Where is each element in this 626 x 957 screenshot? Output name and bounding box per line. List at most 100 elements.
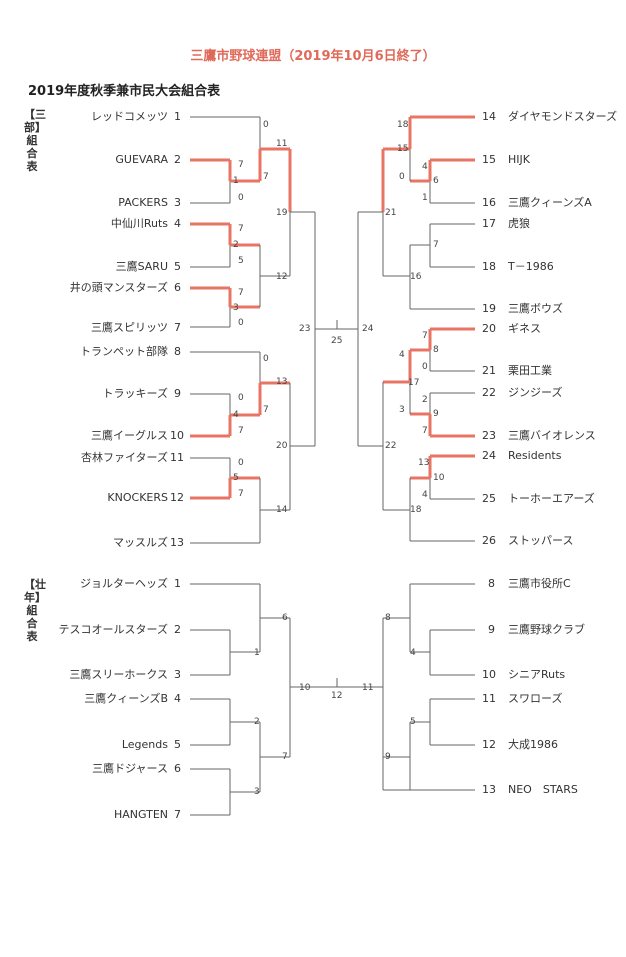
team-seed: 22 [482,386,496,399]
match-score: 6 [433,176,439,186]
match-score: 1 [233,176,239,186]
team-name: スワローズ [508,692,563,705]
team-name: ジンジーズ [508,386,563,399]
team-seed: 9 [488,623,495,636]
team-name: HIJK [508,153,530,166]
team-name: 三鷹スリーホークス [69,668,168,681]
team-seed: 1 [174,110,181,123]
team-name: 三鷹クィーンズA [508,196,592,209]
match-score: 23 [299,324,311,334]
tournament-title: 2019年度秋季兼市民大会組合表 [28,84,221,99]
team-name: トランペット部隊 [80,345,168,358]
match-score: 2 [422,395,428,405]
team-seed: 3 [174,668,181,681]
match-score: 0 [263,120,269,130]
match-score: 7 [238,489,244,499]
team-seed: 19 [482,302,496,315]
team-name: 三鷹野球クラブ [508,623,585,636]
match-score: 14 [276,505,288,515]
match-score: 13 [418,458,430,468]
team-name: GUEVARA [115,153,168,166]
team-seed: 4 [174,217,181,230]
team-seed: 9 [174,387,181,400]
match-score: 7 [433,240,439,250]
match-score: 1 [254,648,260,658]
match-score: 0 [238,318,244,328]
match-score: 7 [422,426,428,436]
match-score: 4 [233,410,239,420]
team-name: 三鷹スピリッツ [91,321,168,334]
team-name: 栗田工業 [508,364,552,377]
team-seed: 10 [170,429,184,442]
match-score: 7 [282,752,288,762]
match-score: 0 [238,393,244,403]
match-score: 10 [299,683,311,693]
team-seed: 24 [482,449,496,462]
team-seed: 1 [174,577,181,590]
team-name: HANGTEN [113,808,168,821]
match-score: 9 [433,409,439,419]
team-seed: 5 [174,260,181,273]
team-seed: 23 [482,429,496,442]
match-score: 18 [397,120,409,130]
match-score: 3 [399,405,405,415]
match-score: 0 [263,354,269,364]
match-score: 6 [282,613,288,623]
team-name: ジョルターヘッズ [80,577,168,590]
team-seed: 2 [174,623,181,636]
match-score: 4 [399,350,405,360]
team-seed: 14 [482,110,496,123]
team-name: Legends [121,738,168,751]
match-score: 12 [276,272,288,282]
team-seed: 7 [174,321,181,334]
match-score: 8 [433,345,439,355]
team-name: 三鷹SARU [115,260,168,273]
team-name: 中仙川Ruts [110,217,168,230]
match-score: 21 [385,208,397,218]
team-seed: 20 [482,322,496,335]
match-score: 11 [362,683,374,693]
match-score: 7 [238,160,244,170]
team-seed: 12 [482,738,496,751]
team-seed: 12 [170,491,184,504]
match-score: 0 [399,172,405,182]
match-score: 7 [238,426,244,436]
team-seed: 13 [170,536,184,549]
match-score: 17 [408,378,420,388]
match-score: 24 [362,324,374,334]
team-seed: 8 [174,345,181,358]
match-score: 5 [238,256,244,266]
match-score: 11 [276,139,288,149]
team-seed: 6 [174,281,181,294]
match-score: 19 [276,208,288,218]
match-score: 7 [238,288,244,298]
team-name: トーホーエアーズ [508,492,595,505]
match-score: 10 [433,473,445,483]
team-name: テスコオールスターズ [58,623,168,636]
team-seed: 6 [174,762,181,775]
match-score: 25 [331,336,343,346]
team-name: 三鷹ボウズ [508,302,563,315]
team-seed: 11 [170,451,184,464]
match-score: 5 [410,717,416,727]
match-score: 7 [263,405,269,415]
team-name: ストッパース [508,534,574,547]
match-score: 13 [276,377,288,387]
match-score: 7 [422,331,428,341]
team-seed: 15 [482,153,496,166]
team-name: 三鷹バイオレンス [508,429,596,442]
team-name: マッスルズ [113,536,168,549]
team-name: T－1986 [508,260,554,273]
match-score: 0 [238,193,244,203]
match-score: 1 [422,193,428,203]
match-score: 4 [410,648,416,658]
page-header: 三鷹市野球連盟（2019年10月6日終了） [190,49,436,64]
team-seed: 8 [488,577,495,590]
match-score: 9 [385,752,391,762]
match-score: 3 [254,787,260,797]
team-name: 井の頭マンスターズ [69,281,168,294]
team-name: 大成1986 [508,738,558,751]
team-name: 杏林ファイターズ [80,451,168,464]
team-name: 三鷹市役所C [508,577,571,590]
